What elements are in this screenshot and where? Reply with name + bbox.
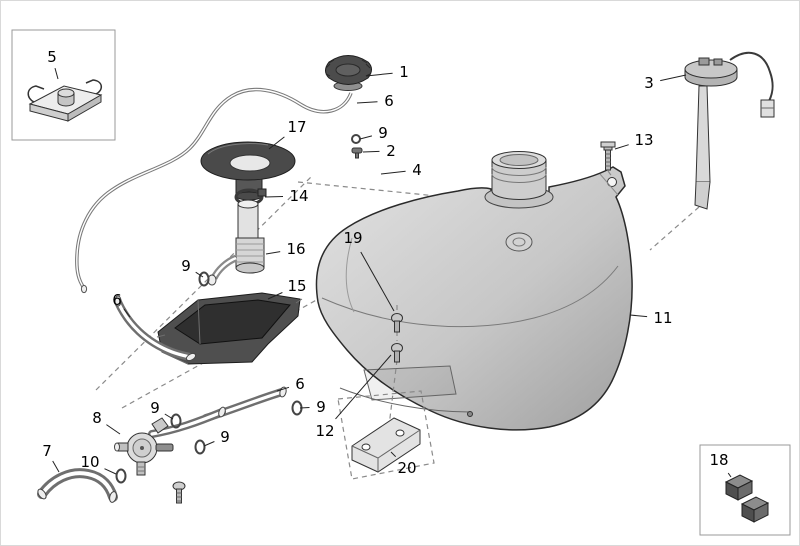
callout-leader-line <box>203 441 215 447</box>
callout-leader-line <box>123 308 131 318</box>
breather-hose <box>75 87 353 294</box>
part-number-label: 19 <box>343 229 362 247</box>
clip-pair <box>724 474 770 523</box>
hose-clamp-9e <box>194 439 206 455</box>
callout-leader-line <box>164 413 174 420</box>
callout-leader-line <box>629 314 648 318</box>
callout-leader-line <box>276 386 290 392</box>
callout-leader-line <box>359 135 373 140</box>
retainer-bracket <box>27 79 103 122</box>
fuel-hose-7 <box>37 468 118 503</box>
callout-leader-line <box>54 67 59 80</box>
callout-leader-line <box>268 136 285 150</box>
inset-box-part5 <box>11 29 116 141</box>
fuel-tank <box>315 151 633 431</box>
callout-leader-line <box>614 144 629 150</box>
callout-leader-line <box>335 354 392 420</box>
callout-leader-line <box>52 460 60 473</box>
hose-clamp-9b <box>198 271 210 287</box>
part-number-label: 3 <box>644 74 654 92</box>
part-number-label: 6 <box>112 291 122 309</box>
callout-leader-line <box>106 424 121 435</box>
callout-leader-line <box>265 251 281 255</box>
part-number-label: 14 <box>289 187 308 205</box>
callout-leader-line <box>195 271 204 278</box>
callout-leader-line <box>365 72 393 77</box>
fuel-cap <box>325 55 372 91</box>
part-number-label: 4 <box>412 161 422 179</box>
callout-leader-line <box>727 472 732 478</box>
callout-leader-line <box>356 101 378 104</box>
hose-clamp-9d <box>170 413 182 429</box>
callout-leader-line <box>299 407 310 409</box>
tank-mount-hole <box>607 177 617 187</box>
part-number-label: 13 <box>634 131 653 149</box>
part-number-label: 9 <box>150 399 160 417</box>
mount-bracket <box>337 390 435 480</box>
tank-tray <box>156 292 303 365</box>
filler-tube <box>198 199 265 287</box>
part-number-label: 10 <box>80 453 99 471</box>
breather-grommet <box>351 147 363 159</box>
part-number-label: 6 <box>295 375 305 393</box>
part-number-label: 20 <box>397 459 416 477</box>
part-number-label: 6 <box>384 92 394 110</box>
callout-leader-line <box>264 196 284 198</box>
inset-box-part18 <box>699 444 791 536</box>
part-number-label: 7 <box>42 442 52 460</box>
part-number-label: 1 <box>399 63 409 81</box>
part-number-label: 17 <box>287 118 306 136</box>
part-number-label: 9 <box>220 428 230 446</box>
construction-lines <box>95 175 700 409</box>
callout-leader-line <box>390 451 397 458</box>
callout-leader-line <box>267 292 283 300</box>
part-number-label: 9 <box>378 124 388 142</box>
tank-bolt <box>600 141 616 179</box>
part-number-label: 11 <box>653 309 672 327</box>
part-number-label: 9 <box>316 398 326 416</box>
part-number-label: 15 <box>287 277 306 295</box>
fuel-valve <box>114 417 206 504</box>
callout-leader-line <box>362 150 380 153</box>
part-number-label: 2 <box>386 142 396 160</box>
part-number-label: 9 <box>181 257 191 275</box>
hose-6-lower-left <box>114 295 197 362</box>
part-number-label: 16 <box>286 240 305 258</box>
callout-leader-line <box>104 468 117 475</box>
callout-leader-line <box>380 170 406 175</box>
part-number-label: 5 <box>47 48 57 66</box>
part-number-label: 8 <box>92 409 102 427</box>
hose-clamp-10 <box>115 468 127 484</box>
mount-screws <box>388 305 403 427</box>
part-number-label: 12 <box>315 422 334 440</box>
callout-leader-line <box>660 74 687 82</box>
fuel-level-sensor <box>684 51 775 210</box>
part-number-label: 18 <box>709 451 728 469</box>
callout-leader-line <box>360 251 395 312</box>
